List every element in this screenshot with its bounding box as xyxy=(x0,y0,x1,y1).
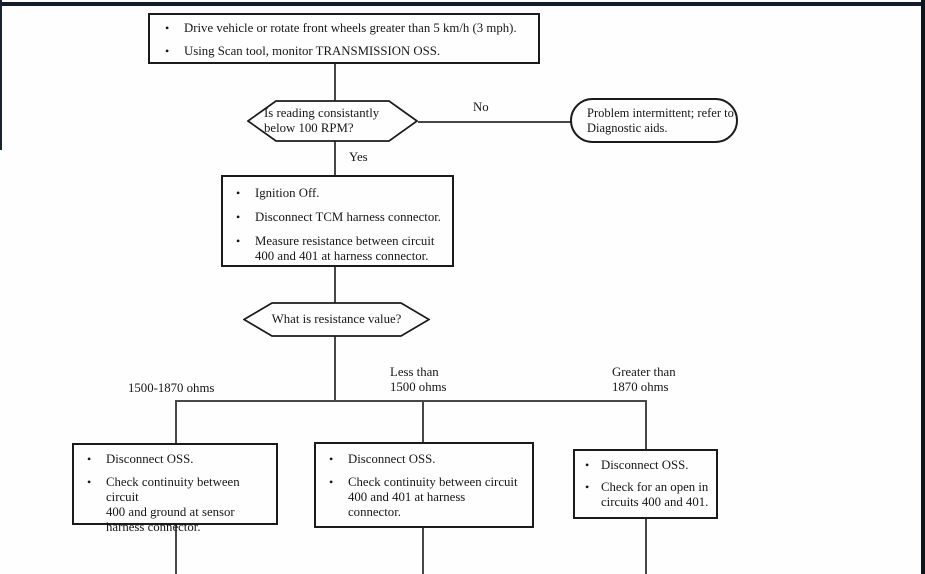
bullet-icon: • xyxy=(165,21,170,35)
page-right-border xyxy=(921,0,925,574)
start-item-1: Drive vehicle or rotate front wheels gre… xyxy=(184,21,517,35)
list-item: • Disconnect OSS. xyxy=(329,452,530,467)
start-item-2: Using Scan tool, monitor TRANSMISSION OS… xyxy=(184,44,441,59)
list-item: • Check continuity between circuit 400 a… xyxy=(87,475,274,535)
left-item-1: Disconnect OSS. xyxy=(106,452,194,466)
connector-decision2-to-split xyxy=(334,336,336,401)
bullet-icon: • xyxy=(87,475,92,490)
list-item: • Check for an open in circuits 400 and … xyxy=(585,480,714,510)
label-yes: Yes xyxy=(349,150,368,164)
list-item: • Disconnect OSS. xyxy=(87,452,274,467)
decision2-text: What is resistance value? xyxy=(271,311,402,326)
action-box-measure-resistance: • Ignition Off. • Disconnect TCM harness… xyxy=(221,175,454,267)
decision-reading-below-100rpm: Is reading consistantly below 100 RPM? xyxy=(247,100,418,142)
tail-line-middle xyxy=(422,527,424,574)
list-item: • Ignition Off. xyxy=(236,186,448,201)
middle-item-2: Check continuity between circuit 400 and… xyxy=(348,475,518,520)
result-box-right: • Disconnect OSS. • Check for an open in… xyxy=(573,449,718,519)
action-item-3: Measure resistance between circuit 400 a… xyxy=(255,234,435,264)
branch-label-1500-1870: 1500-1870 ohms xyxy=(128,381,215,395)
bullet-icon: • xyxy=(87,452,92,466)
branch-label-less-than-1500: Less than 1500 ohms xyxy=(390,365,447,394)
left-item-2: Check continuity between circuit 400 and… xyxy=(106,475,240,535)
connector-no-branch xyxy=(418,121,571,123)
terminator-problem-intermittent: Problem intermittent; refer to Diagnosti… xyxy=(570,98,738,143)
right-item-2: Check for an open in circuits 400 and 40… xyxy=(601,480,709,510)
branch-drop-right xyxy=(645,400,647,449)
connector-decision1-to-action xyxy=(334,141,336,176)
branch-split-line xyxy=(175,400,646,402)
start-box: • Drive vehicle or rotate front wheels g… xyxy=(148,13,540,64)
hexagon-shape xyxy=(247,100,418,142)
right-item-1: Disconnect OSS. xyxy=(601,458,689,472)
bullet-icon: • xyxy=(329,452,334,466)
result-box-left: • Disconnect OSS. • Check continuity bet… xyxy=(72,443,278,534)
label-no: No xyxy=(473,100,489,114)
branch-label-greater-than-1870: Greater than 1870 ohms xyxy=(612,365,676,394)
decision-resistance-value: What is resistance value? xyxy=(243,302,430,337)
list-item: • Drive vehicle or rotate front wheels g… xyxy=(165,21,534,36)
list-item: • Disconnect OSS. xyxy=(585,458,714,473)
result-box-middle: • Disconnect OSS. • Check continuity bet… xyxy=(314,442,534,528)
bullet-icon: • xyxy=(236,186,241,200)
bullet-icon: • xyxy=(165,44,170,59)
list-item: • Check continuity between circuit 400 a… xyxy=(329,475,530,520)
action-item-2: Disconnect TCM harness connector. xyxy=(255,210,441,225)
branch-drop-middle xyxy=(422,400,424,443)
connector-start-to-decision1 xyxy=(334,63,336,101)
hexagon-shape xyxy=(243,302,430,337)
bullet-icon: • xyxy=(236,210,241,225)
list-item: • Measure resistance between circuit 400… xyxy=(236,234,448,264)
tail-line-left xyxy=(175,524,177,574)
bullet-icon: • xyxy=(329,475,334,490)
page-top-border xyxy=(0,2,925,6)
middle-item-1: Disconnect OSS. xyxy=(348,452,436,466)
list-item: • Disconnect TCM harness connector. xyxy=(236,210,448,225)
list-item: • Using Scan tool, monitor TRANSMISSION … xyxy=(165,44,534,59)
bullet-icon: • xyxy=(585,458,590,472)
connector-action-to-decision2 xyxy=(334,266,336,303)
tail-line-right xyxy=(645,518,647,574)
action-item-1: Ignition Off. xyxy=(255,186,320,200)
bullet-icon: • xyxy=(236,234,241,249)
decision1-text: Is reading consistantly below 100 RPM? xyxy=(264,105,380,135)
page-left-border xyxy=(0,0,2,150)
bullet-icon: • xyxy=(585,480,590,495)
branch-drop-left xyxy=(175,400,177,444)
